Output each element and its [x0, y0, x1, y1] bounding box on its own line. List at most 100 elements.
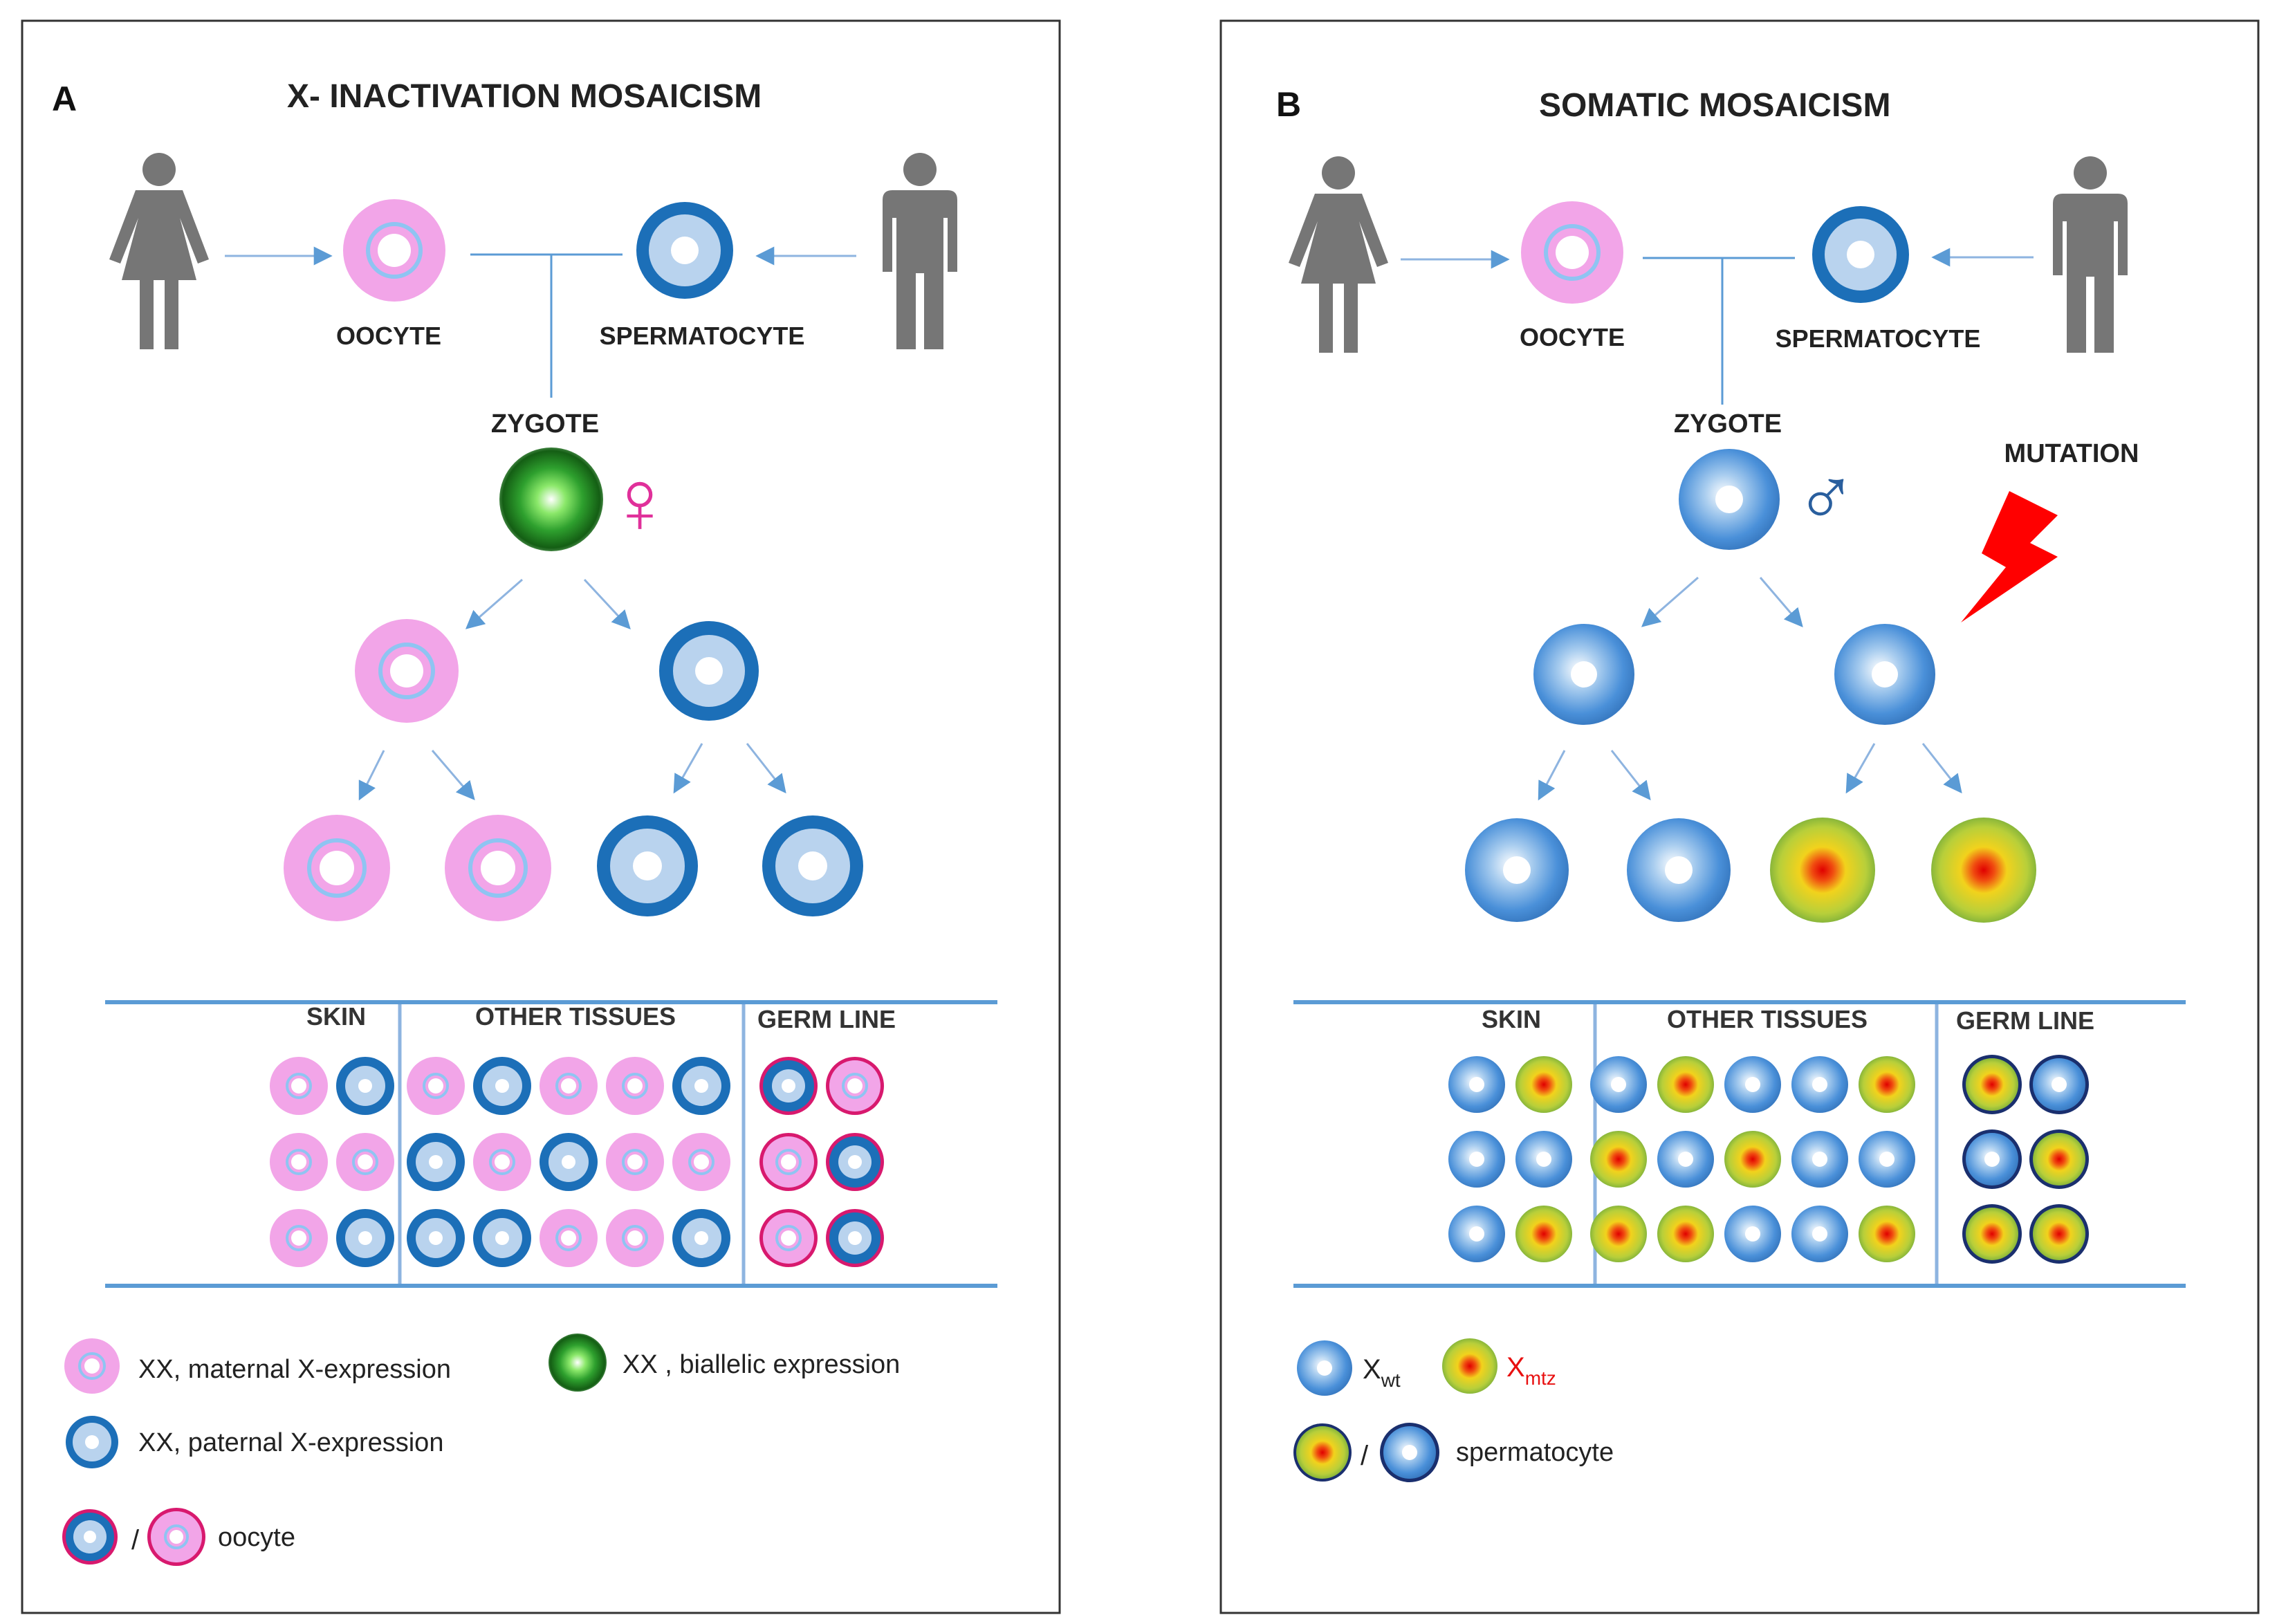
male-person-icon-b [2053, 156, 2128, 353]
oocyte-label-b: OOCYTE [1520, 323, 1625, 351]
spermatocyte-cell-b [1812, 206, 1909, 303]
tissue-table-a: SKIN OTHER TISSUES GERM LINE [105, 1000, 997, 1288]
granddaughter-cell-paternal-1 [597, 815, 698, 916]
skin-cell-r2-c1 [336, 1209, 394, 1267]
daughter-cell-wt-1 [1533, 624, 1634, 725]
germ-cell-r0-c0 [1962, 1055, 2022, 1114]
skin-cell-r2-c1 [1515, 1206, 1572, 1262]
female-symbol-icon: ♀ [606, 451, 674, 552]
other-cell-r0-c4 [672, 1057, 730, 1115]
legend-biallelic-icon [548, 1334, 607, 1392]
male-symbol-icon: ♂ [1795, 451, 1857, 544]
mutation-label: MUTATION [2004, 439, 2139, 468]
skin-cell-r0-c1 [336, 1057, 394, 1115]
zygote-label-b: ZYGOTE [1674, 409, 1782, 439]
legend-oocyte-text: oocyte [218, 1523, 295, 1552]
tissue-header-germ: GERM LINE [757, 1005, 896, 1033]
germ-cell-r1-c0 [759, 1133, 818, 1191]
tissue-header-germ-b: GERM LINE [1956, 1006, 2094, 1035]
granddaughter-cell-maternal-1 [284, 815, 390, 921]
tissue-header-skin-b: SKIN [1482, 1005, 1541, 1033]
other-cell-r2-c3 [1791, 1206, 1848, 1262]
other-cell-r0-c3 [1791, 1056, 1848, 1113]
other-cell-r2-c4 [672, 1209, 730, 1267]
granddaughter-cell-wt-1 [1465, 818, 1569, 922]
skin-cell-r1-c0 [1448, 1131, 1505, 1188]
other-cell-r1-c2 [1724, 1131, 1781, 1188]
other-cell-r0-c2 [540, 1057, 598, 1115]
other-cell-r0-c3 [606, 1057, 664, 1115]
germ-cell-r1-c1 [2029, 1129, 2089, 1189]
tissue-table-b: SKIN OTHER TISSUES GERM LINE [1293, 1000, 2186, 1288]
daughter-cell-paternal [659, 621, 759, 721]
skin-cell-r1-c0 [270, 1133, 328, 1191]
panel-b-frame [1219, 19, 2260, 1614]
other-cell-r2-c1 [1657, 1206, 1714, 1262]
mutation-bolt-icon [1961, 491, 2058, 622]
other-cell-r1-c1 [473, 1133, 531, 1191]
other-cell-r1-c3 [606, 1133, 664, 1191]
panel-a-letter: A [52, 80, 77, 118]
germ-cell-r1-c0 [1962, 1129, 2022, 1189]
germ-cell-r2-c0 [759, 1209, 818, 1267]
legend-mtz-text: Xmtz [1506, 1352, 1556, 1389]
germ-cell-r2-c0 [1962, 1204, 2022, 1264]
legend-slash-a: / [131, 1525, 140, 1556]
skin-cell-r1-c1 [336, 1133, 394, 1191]
legend-wt-icon [1297, 1340, 1352, 1396]
other-cell-r0-c4 [1859, 1056, 1915, 1113]
other-cell-r1-c4 [672, 1133, 730, 1191]
legend-a: XX, maternal X-expression XX, paternal X… [62, 1334, 900, 1566]
granddaughter-cell-wt-2 [1627, 818, 1731, 922]
granddaughter-cell-paternal-2 [762, 815, 863, 916]
legend-maternal-icon [64, 1338, 120, 1394]
other-cell-r2-c1 [473, 1209, 531, 1267]
panel-a-frame [21, 19, 1061, 1614]
oocyte-cell [343, 199, 445, 302]
other-cell-r0-c1 [473, 1057, 531, 1115]
other-cell-r1-c4 [1859, 1131, 1915, 1188]
germ-cell-r1-c1 [826, 1133, 884, 1191]
other-cell-r1-c1 [1657, 1131, 1714, 1188]
panel-b: B SOMATIC MOSAICISM OOCYTE SPERMATOCYTE … [1219, 19, 2260, 1614]
panel-a: A X- INACTIVATION MOSAICISM OOCYTE SPERM… [21, 19, 1061, 1614]
germ-cell-r2-c1 [826, 1209, 884, 1267]
legend-mtz-icon [1442, 1338, 1497, 1394]
spermatocyte-label: SPERMATOCYTE [600, 322, 805, 350]
panel-b-title: SOMATIC MOSAICISM [1539, 87, 1890, 124]
germ-cell-r0-c1 [2029, 1055, 2089, 1114]
legend-wt-text: Xwt [1363, 1354, 1401, 1391]
legend-germ-wt-icon [1380, 1423, 1439, 1482]
oocyte-cell-b [1521, 201, 1623, 304]
spermatocyte-cell [636, 202, 733, 299]
other-cell-r1-c2 [540, 1133, 598, 1191]
granddaughter-cell-maternal-2 [445, 815, 551, 921]
other-cell-r0-c2 [1724, 1056, 1781, 1113]
panel-b-letter: B [1276, 85, 1301, 124]
daughter-cell-maternal [355, 619, 459, 723]
legend-paternal-text: XX, paternal X-expression [138, 1428, 443, 1457]
skin-cell-r2-c0 [270, 1209, 328, 1267]
legend-spermatocyte-text: spermatocyte [1456, 1438, 1614, 1467]
other-cell-r0-c0 [1590, 1056, 1647, 1113]
other-cell-r1-c0 [1590, 1131, 1647, 1188]
other-cell-r2-c0 [1590, 1206, 1647, 1262]
other-cell-r2-c0 [407, 1209, 465, 1267]
granddaughter-cell-mutant-1 [1770, 818, 1875, 923]
zygote-label: ZYGOTE [491, 409, 599, 439]
other-cell-r1-c3 [1791, 1131, 1848, 1188]
legend-germ-paternal-icon [62, 1509, 118, 1565]
germ-cell-r0-c0 [759, 1057, 818, 1115]
other-cell-r1-c0 [407, 1133, 465, 1191]
skin-cell-r2-c0 [1448, 1206, 1505, 1262]
germ-cell-r2-c1 [2029, 1204, 2089, 1264]
skin-cell-r0-c0 [1448, 1056, 1505, 1113]
tissue-header-other-b: OTHER TISSUES [1667, 1005, 1868, 1033]
tissue-grid-a [270, 1057, 884, 1267]
other-cell-r2-c2 [1724, 1206, 1781, 1262]
skin-cell-r1-c1 [1515, 1131, 1572, 1188]
legend-biallelic-text: XX , biallelic expression [623, 1350, 900, 1379]
zygote-biallelic-cell [499, 447, 603, 551]
female-person-icon [109, 153, 209, 349]
